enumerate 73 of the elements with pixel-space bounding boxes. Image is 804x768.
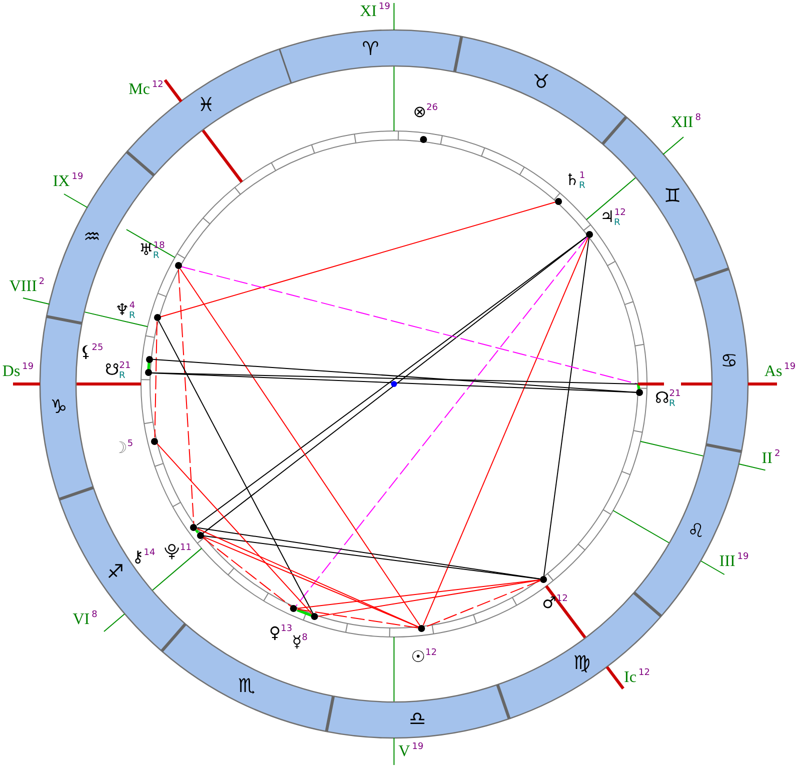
zodiac-sign: ♌ <box>687 520 704 542</box>
aspect-line <box>296 608 312 617</box>
aspect-line <box>296 579 540 609</box>
aspect-line <box>196 527 540 580</box>
axis-line <box>11 382 42 386</box>
aspect-line <box>152 358 637 393</box>
axis-line <box>636 382 779 386</box>
house-label: XI$^{19}$ <box>360 1 390 22</box>
planet-symbol: ⚸$^{25}$ <box>80 341 104 363</box>
zodiac-sign: ♑ <box>50 396 68 418</box>
aspect-line <box>156 443 313 615</box>
angle-label: As$^{19}$ <box>764 361 796 382</box>
aspect-line <box>181 266 638 384</box>
planet-symbol: ☽$^{5}$ <box>113 437 134 459</box>
house-cusp-line <box>393 2 395 31</box>
house-cusp-line <box>63 192 88 208</box>
aspect-line <box>178 268 194 524</box>
zodiac-sign: ♐ <box>106 560 124 583</box>
angle-label: Mc$^{12}$ <box>128 79 164 100</box>
aspect-line <box>160 202 556 318</box>
aspect-line <box>180 268 420 626</box>
house-label: IX$^{19}$ <box>52 171 84 192</box>
planet-symbol: ⚷$^{14}$ <box>132 546 156 568</box>
house-cusp-line <box>103 612 126 632</box>
zodiac-sign: ♒ <box>83 226 101 248</box>
house-label: III$^{19}$ <box>719 551 749 572</box>
aspect-line <box>543 238 590 576</box>
zodiac-sign: ♍ <box>573 652 590 674</box>
planet-symbol: ⊗$^{26}$ <box>413 101 438 123</box>
planet-symbol: ♀$^{13}$ <box>269 622 292 644</box>
planet-symbol: ☉$^{12}$ <box>411 646 437 668</box>
house-label: VI$^{8}$ <box>72 609 98 630</box>
zodiac-sign: ♎ <box>408 708 426 730</box>
zodiac-sector <box>692 266 750 454</box>
angle-label: Ic$^{12}$ <box>624 667 650 688</box>
aspect-line <box>154 320 158 438</box>
planet-symbol: ☿$^{8}$ <box>292 632 308 653</box>
house-cusp-line <box>393 737 395 766</box>
aspect-line <box>202 537 292 608</box>
zodiac-sector <box>452 34 629 147</box>
zodiac-sector <box>159 621 336 734</box>
aspect-line <box>151 372 638 384</box>
zodiac-sector <box>276 28 464 86</box>
house-label: XII$^{8}$ <box>671 112 701 133</box>
planet-symbol: ⯓$^{11}$ <box>164 541 192 563</box>
zodiac-sign: ♉ <box>532 71 550 93</box>
zodiac-sign: ♋ <box>720 350 738 372</box>
axis-line <box>605 664 626 690</box>
aspect-line <box>422 237 589 626</box>
angle-label: Ds$^{19}$ <box>2 361 34 382</box>
house-label: II$^{2}$ <box>762 448 780 469</box>
planet-symbol: ♂$^{12}$ <box>542 592 568 614</box>
zodiac-sector <box>324 682 512 740</box>
house-cusp-line <box>22 296 50 305</box>
house-cusp-line <box>662 136 685 156</box>
zodiac-sign: ♊ <box>664 185 682 208</box>
aspect-line <box>318 580 540 617</box>
house-label: VIII$^{2}$ <box>9 276 45 297</box>
zodiac-sign: ♈ <box>362 38 380 60</box>
zodiac-sector <box>124 47 293 178</box>
zodiac-sign: ♏ <box>238 674 256 697</box>
aspect-line <box>203 535 540 580</box>
aspect-line <box>195 529 200 534</box>
aspect-line <box>296 236 588 606</box>
house-cusp-line <box>738 463 766 472</box>
aspect-line <box>158 320 314 614</box>
zodiac-sector <box>600 114 731 283</box>
aspect-line <box>296 608 419 628</box>
zodiac-sector <box>495 590 664 721</box>
axis-line <box>162 78 183 104</box>
house-label: V$^{19}$ <box>398 741 424 762</box>
zodiac-sign: ♓ <box>198 94 215 116</box>
aspect-line <box>424 580 541 628</box>
